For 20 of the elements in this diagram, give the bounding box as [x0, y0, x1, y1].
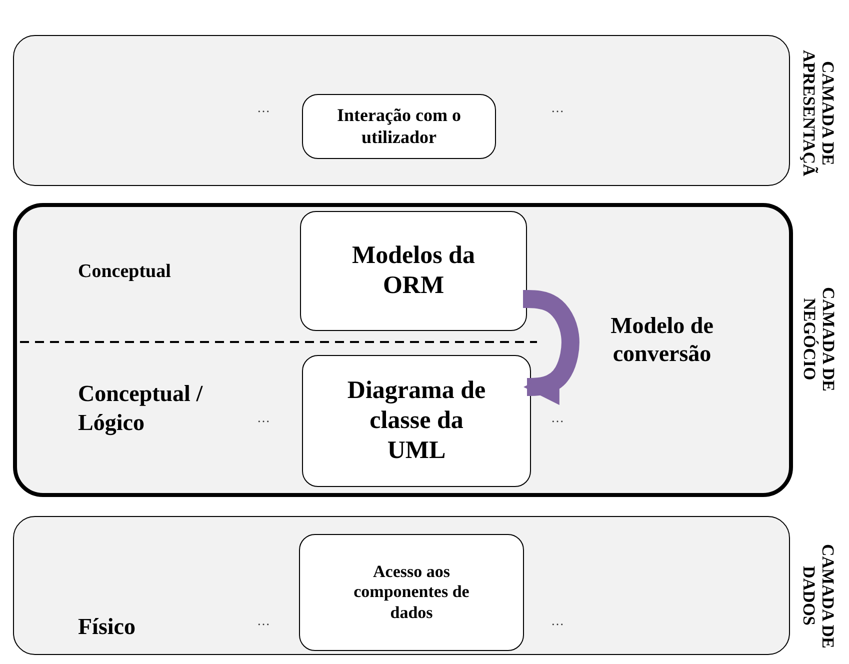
- ellipsis-text: …: [257, 613, 270, 629]
- ellipsis-text: …: [257, 100, 270, 116]
- layer-heading: CAMADA DE APRESENTAÇÃ: [798, 48, 838, 178]
- component-box: [300, 211, 527, 331]
- component-box: [302, 94, 496, 159]
- layer-heading: CAMADA DE NEGÓCIO: [799, 286, 839, 394]
- level-label: Conceptual: [78, 260, 171, 284]
- ellipsis-text: …: [551, 613, 564, 629]
- component-label: Modelos da ORM: [351, 241, 476, 301]
- ellipsis-text: …: [551, 100, 564, 116]
- level-label: Conceptual / Lógico: [78, 380, 204, 438]
- component-box: [299, 534, 524, 651]
- level-label: Físico: [78, 613, 136, 641]
- component-box: [302, 355, 531, 487]
- ellipsis-text: …: [257, 410, 270, 426]
- layer-heading: CAMADA DE DADOS: [798, 542, 838, 650]
- component-label: Acesso aos componentes de dados: [352, 562, 470, 624]
- component-label: Diagrama de classe da UML: [346, 376, 487, 466]
- component-label: Interação com o utilizador: [336, 104, 462, 148]
- ellipsis-text: …: [551, 410, 564, 426]
